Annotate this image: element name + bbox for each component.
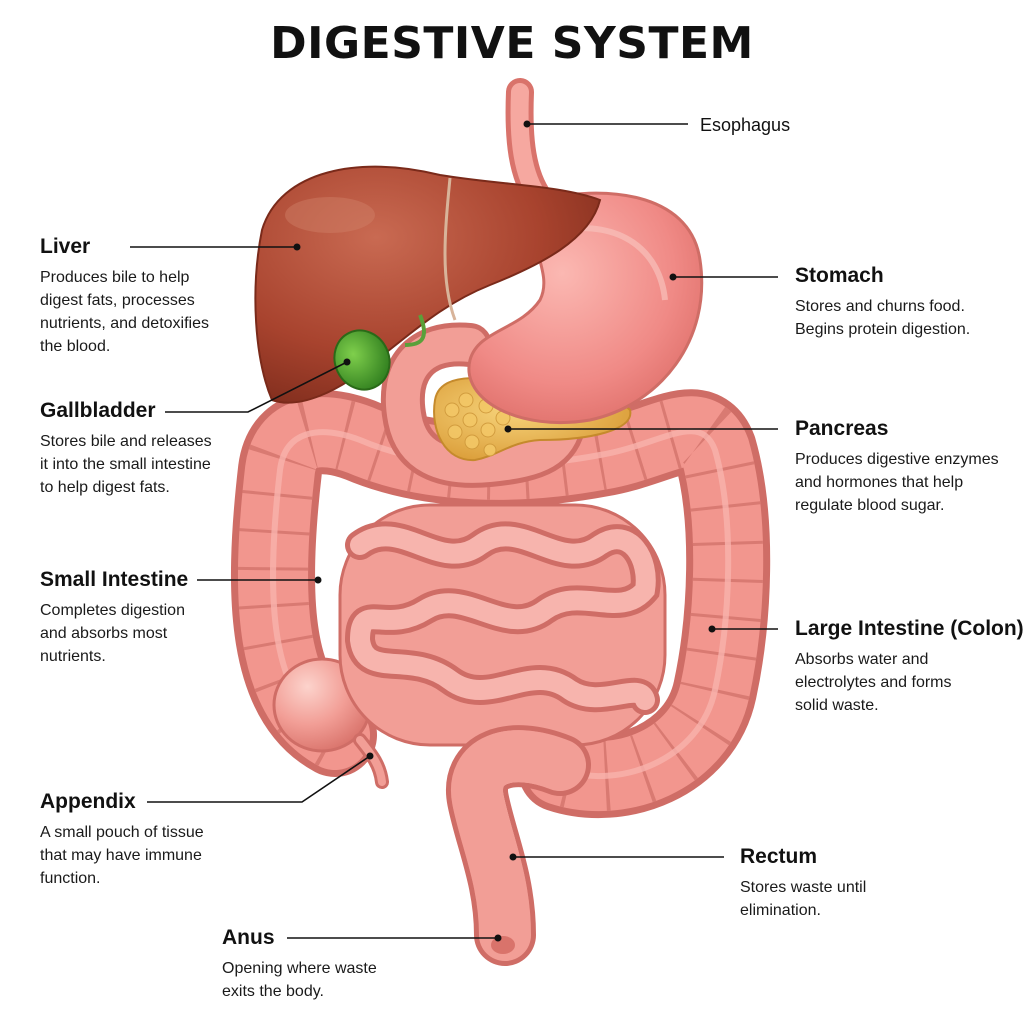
stomach-name: Stomach [795, 263, 970, 289]
rectum [477, 756, 560, 954]
rectum-name: Rectum [740, 844, 866, 870]
label-anus: Anus Opening where waste exits the body. [222, 925, 377, 1003]
label-gallbladder: Gallbladder Stores bile and releases it … [40, 398, 212, 499]
label-large-intestine: Large Intestine (Colon) Absorbs water an… [795, 616, 1024, 717]
small-intestine [340, 505, 665, 745]
label-appendix: Appendix A small pouch of tissue that ma… [40, 789, 204, 890]
gallbladder-name: Gallbladder [40, 398, 212, 424]
pancreas-description: Produces digestive enzymes and hormones … [795, 448, 999, 517]
label-liver: Liver Produces bile to help digest fats,… [40, 234, 209, 358]
label-rectum: Rectum Stores waste until elimination. [740, 844, 866, 922]
rectum-description: Stores waste until elimination. [740, 876, 866, 922]
appendix-description: A small pouch of tissue that may have im… [40, 821, 204, 890]
label-stomach: Stomach Stores and churns food. Begins p… [795, 263, 970, 341]
anus-name: Anus [222, 925, 377, 951]
gallbladder-description: Stores bile and releases it into the sma… [40, 430, 212, 499]
pancreas-name: Pancreas [795, 416, 999, 442]
label-esophagus: Esophagus [700, 112, 790, 138]
small-intestine-name: Small Intestine [40, 567, 188, 593]
label-small-intestine: Small Intestine Completes digestion and … [40, 567, 188, 668]
stomach-description: Stores and churns food. Begins protein d… [795, 295, 970, 341]
large-intestine-description: Absorbs water and electrolytes and forms… [795, 648, 1024, 717]
liver-description: Produces bile to help digest fats, proce… [40, 266, 209, 358]
label-pancreas: Pancreas Produces digestive enzymes and … [795, 416, 999, 517]
liver-name: Liver [40, 234, 209, 260]
appendix-name: Appendix [40, 789, 204, 815]
esophagus-name: Esophagus [700, 112, 790, 138]
esophagus [520, 92, 540, 200]
anus-description: Opening where waste exits the body. [222, 957, 377, 1003]
large-intestine-name: Large Intestine (Colon) [795, 616, 1024, 642]
small-intestine-description: Completes digestion and absorbs most nut… [40, 599, 188, 668]
